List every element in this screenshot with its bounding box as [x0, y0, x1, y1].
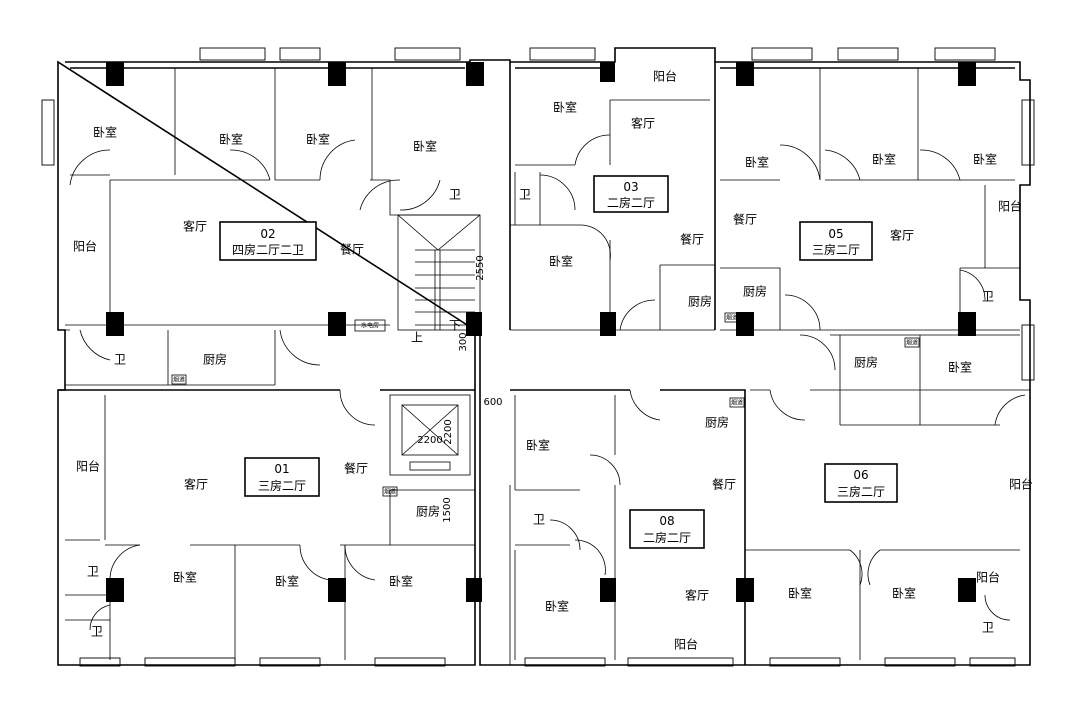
unit-type: 三房二厅	[258, 478, 306, 493]
stair-up-label: 上	[411, 331, 423, 345]
room-living: 客厅	[890, 228, 914, 243]
room-bedroom: 卧室	[306, 132, 330, 147]
unit-label-03: 03 二房二厅	[593, 175, 669, 213]
windows	[41, 47, 1035, 667]
unit-number: 03	[623, 180, 638, 194]
room-kitchen: 厨房	[743, 284, 767, 299]
room-balcony: 阳台	[998, 199, 1022, 214]
room-bedroom: 卧室	[872, 152, 896, 167]
unit-label-05: 05 三房二厅	[799, 221, 873, 261]
unit-type: 四房二厅二卫	[232, 242, 304, 257]
flue-label: 烟道	[726, 314, 738, 322]
room-bedroom: 卧室	[545, 599, 569, 614]
doors	[69, 134, 1026, 631]
room-dining: 餐厅	[712, 477, 736, 492]
room-kitchen: 厨房	[203, 352, 227, 367]
room-bedroom: 卧室	[553, 100, 577, 115]
room-balcony: 阳台	[976, 570, 1000, 585]
room-bedroom: 卧室	[526, 438, 550, 453]
unit-label-02: 02 四房二厅二卫	[219, 221, 317, 261]
unit-number: 02	[260, 227, 275, 241]
structural-columns	[106, 62, 976, 602]
stair-down-label: 下	[449, 319, 461, 333]
dimension-label: 600	[483, 397, 502, 408]
utility-room-label: 水电房	[361, 322, 379, 330]
room-labels: 卧室 卧室 卧室 卧室 客厅 餐厅 阳台 卫 卫 厨房 阳台 卧室 客厅 卫 卧…	[73, 69, 1033, 652]
flue-label: 烟道	[173, 376, 185, 384]
room-bath: 卫	[91, 625, 103, 639]
room-bath: 卫	[533, 513, 545, 527]
room-dining: 餐厅	[344, 461, 368, 476]
room-balcony: 阳台	[653, 69, 677, 84]
room-bedroom: 卧室	[549, 254, 573, 269]
room-balcony: 阳台	[1009, 477, 1033, 492]
room-dining: 餐厅	[680, 232, 704, 247]
room-bath: 卫	[114, 353, 126, 367]
room-living: 客厅	[183, 219, 207, 234]
flue-label: 烟道	[384, 488, 396, 496]
room-bath: 卫	[87, 565, 99, 579]
room-bedroom: 卧室	[389, 574, 413, 589]
unit-number: 01	[274, 462, 289, 476]
dimension-label: 2200	[417, 435, 442, 446]
annotations: 水电房 烟道 烟道 烟道 烟道 烟道 上 下 2550 300 600 2200…	[171, 255, 920, 523]
room-bedroom: 卧室	[745, 155, 769, 170]
flue-label: 烟道	[906, 339, 918, 347]
room-balcony: 阳台	[73, 239, 97, 254]
unit-number: 06	[853, 468, 868, 482]
room-bedroom: 卧室	[948, 360, 972, 375]
dimension-label: 2200	[443, 419, 454, 444]
room-bedroom: 卧室	[892, 586, 916, 601]
room-kitchen: 厨房	[416, 504, 440, 519]
room-balcony: 阳台	[674, 637, 698, 652]
dimension-label: 300	[458, 332, 469, 351]
room-kitchen: 厨房	[688, 294, 712, 309]
room-bedroom: 卧室	[788, 586, 812, 601]
unit-type: 三房二厅	[812, 242, 860, 257]
room-bedroom: 卧室	[413, 139, 437, 154]
room-bedroom: 卧室	[275, 574, 299, 589]
room-bedroom: 卧室	[173, 570, 197, 585]
room-bath: 卫	[449, 188, 461, 202]
unit-label-08: 08 二房二厅	[629, 509, 705, 549]
unit-type: 二房二厅	[643, 530, 691, 545]
room-bedroom: 卧室	[93, 125, 117, 140]
unit-number: 08	[659, 514, 674, 528]
room-bedroom: 卧室	[219, 132, 243, 147]
room-kitchen: 厨房	[705, 415, 729, 430]
room-kitchen: 厨房	[854, 355, 878, 370]
dimension-label: 1500	[442, 497, 453, 522]
room-bath: 卫	[519, 188, 531, 202]
flue-label: 烟道	[731, 399, 743, 407]
room-bath: 卫	[982, 621, 994, 635]
walls	[57, 47, 1031, 666]
dimension-label: 2550	[475, 255, 486, 280]
room-bedroom: 卧室	[973, 152, 997, 167]
unit-number: 05	[828, 227, 843, 241]
room-living: 客厅	[631, 116, 655, 131]
unit-label-01: 01 三房二厅	[244, 457, 320, 497]
unit-type: 三房二厅	[837, 484, 885, 499]
room-living: 客厅	[184, 477, 208, 492]
unit-label-06: 06 三房二厅	[824, 463, 898, 503]
room-dining: 餐厅	[340, 242, 364, 257]
room-bath: 卫	[982, 290, 994, 304]
room-living: 客厅	[685, 588, 709, 603]
room-balcony: 阳台	[76, 459, 100, 474]
room-dining: 餐厅	[733, 212, 757, 227]
unit-type: 二房二厅	[607, 195, 655, 210]
